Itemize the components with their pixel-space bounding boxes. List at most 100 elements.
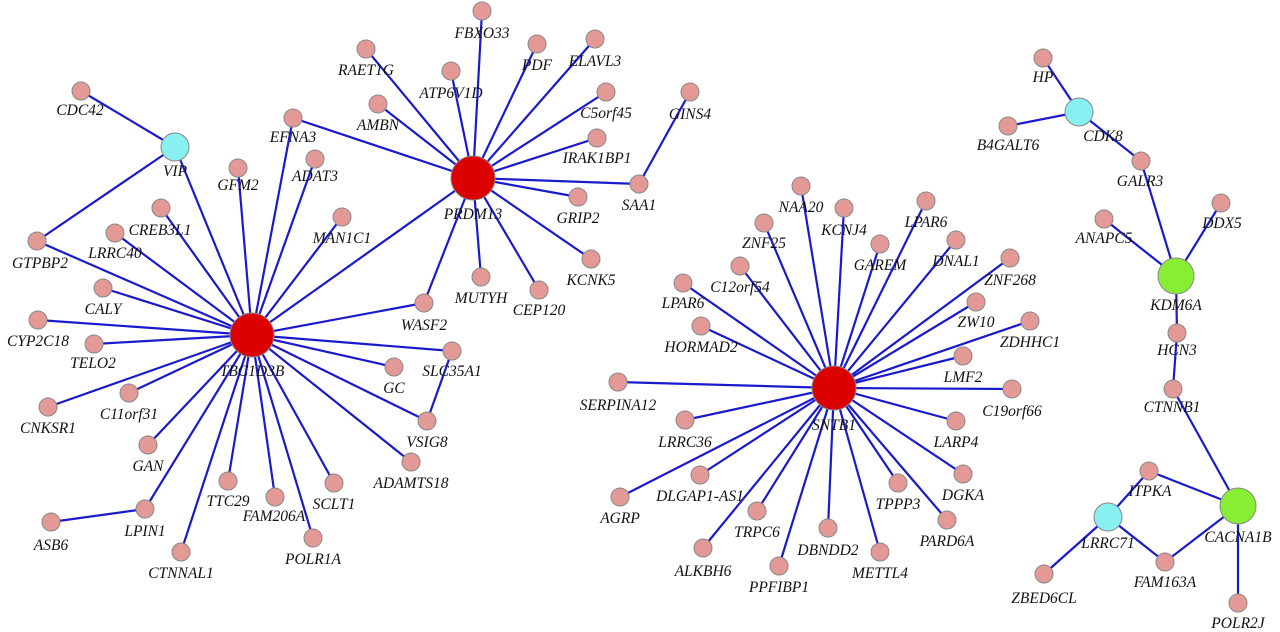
node-ADAMTS18[interactable] [401, 452, 421, 472]
node-CTNNB1[interactable] [1163, 379, 1183, 399]
node-ADAT3[interactable] [305, 149, 325, 169]
node-FAM163A[interactable] [1155, 552, 1175, 572]
node-LPAR6a[interactable] [673, 273, 693, 293]
node-GRIP2[interactable] [568, 187, 588, 207]
node-AMBN[interactable] [368, 94, 388, 114]
node-ASB6[interactable] [41, 512, 61, 532]
node-ZNF25[interactable] [754, 213, 774, 233]
node-DLGAP1-AS1[interactable] [690, 465, 710, 485]
node-GAREM[interactable] [870, 234, 890, 254]
node-WASF2[interactable] [414, 293, 434, 313]
node-TELO2[interactable] [84, 334, 104, 354]
node-MUTYH[interactable] [471, 267, 491, 287]
node-MAN1C1[interactable] [332, 207, 352, 227]
node-GTPBP2[interactable] [27, 231, 47, 251]
node-AGRP[interactable] [610, 487, 630, 507]
node-label-PRDM13: PRDM13 [443, 206, 503, 223]
node-VIP[interactable] [160, 132, 190, 162]
node-CREB3L1[interactable] [151, 198, 171, 218]
edge-TBC1D3B-CYP2C18 [37, 318, 253, 337]
node-POLR1A[interactable] [303, 528, 323, 548]
node-KDM6A[interactable] [1157, 257, 1195, 295]
node-LRRC71[interactable] [1093, 502, 1123, 532]
node-label-GRIP2: GRIP2 [556, 210, 599, 227]
node-METTL4[interactable] [870, 542, 890, 562]
edge-TBC1D3B-VSIG8 [251, 334, 428, 422]
node-label-DBNDD2: DBNDD2 [796, 542, 858, 559]
node-GAN[interactable] [138, 435, 158, 455]
node-LRRC40[interactable] [105, 223, 125, 243]
node-PPFIBP1[interactable] [769, 556, 789, 576]
node-GALR3[interactable] [1131, 151, 1151, 171]
node-C11orf31[interactable] [119, 383, 139, 403]
node-PARD6A[interactable] [937, 510, 957, 530]
node-GC[interactable] [384, 357, 404, 377]
node-CDK8[interactable] [1064, 97, 1094, 127]
node-CYP2C18[interactable] [28, 310, 48, 330]
node-label-METTL4: METTL4 [851, 565, 908, 582]
node-CEP120[interactable] [529, 280, 549, 300]
node-label-SNTB1: SNTB1 [812, 417, 856, 434]
node-SNTB1[interactable] [811, 365, 857, 411]
edge-SNTB1-DLGAP1-AS1 [699, 387, 835, 476]
node-ANAPC5[interactable] [1094, 209, 1114, 229]
node-SCLT1[interactable] [324, 473, 344, 493]
node-C12orf54[interactable] [730, 256, 750, 276]
node-DGKA[interactable] [953, 464, 973, 484]
node-B4GALT6[interactable] [998, 116, 1018, 136]
node-TTC29[interactable] [218, 471, 238, 491]
node-label-TTC29: TTC29 [206, 493, 249, 510]
node-CNKSR1[interactable] [38, 397, 58, 417]
node-ELAVL3[interactable] [585, 29, 605, 49]
node-ZW10[interactable] [966, 292, 986, 312]
node-TRPC6[interactable] [747, 501, 767, 521]
node-PDF[interactable] [527, 34, 547, 54]
node-label-GFM2: GFM2 [217, 177, 259, 194]
node-DDX5[interactable] [1211, 193, 1231, 213]
node-GFM2[interactable] [228, 158, 248, 178]
node-SLC35A1[interactable] [442, 341, 462, 361]
node-KCNK5[interactable] [581, 249, 601, 269]
node-CDC42[interactable] [71, 81, 91, 101]
node-GINS4[interactable] [680, 82, 700, 102]
node-TBC1D3B[interactable] [229, 312, 275, 358]
node-ALKBH6[interactable] [693, 538, 713, 558]
node-CACNA1B[interactable] [1219, 487, 1257, 525]
node-DNAL1[interactable] [946, 230, 966, 250]
node-IRAK1BP1[interactable] [587, 128, 607, 148]
node-TPPP3[interactable] [888, 473, 908, 493]
node-LPAR6b[interactable] [916, 191, 936, 211]
node-NAA20[interactable] [791, 176, 811, 196]
node-FAM206A[interactable] [265, 487, 285, 507]
node-HORMAD2[interactable] [691, 316, 711, 336]
node-HCN3[interactable] [1167, 323, 1187, 343]
node-KCNJ4[interactable] [834, 198, 854, 218]
node-VSIG8[interactable] [417, 411, 437, 431]
node-DBNDD2[interactable] [818, 518, 838, 538]
node-LRRC36[interactable] [675, 410, 695, 430]
node-ZDHHC1[interactable] [1020, 311, 1040, 331]
node-label-LPIN1: LPIN1 [123, 523, 165, 540]
edge-TBC1D3B-GFM2 [236, 167, 254, 336]
node-SERPINA12[interactable] [608, 372, 628, 392]
node-FBXO33[interactable] [472, 1, 492, 21]
node-LPIN1[interactable] [135, 499, 155, 519]
node-ZBED6CL[interactable] [1034, 564, 1054, 584]
node-C5orf45[interactable] [596, 82, 616, 102]
node-CTNNAL1[interactable] [171, 542, 191, 562]
node-SAA1[interactable] [629, 174, 649, 194]
node-C19orf66[interactable] [1002, 379, 1022, 399]
node-ZNF268[interactable] [1000, 248, 1020, 268]
node-label-SLC35A1: SLC35A1 [422, 363, 481, 380]
node-LARP4[interactable] [946, 411, 966, 431]
node-LMF2[interactable] [953, 346, 973, 366]
node-ATP6V1D[interactable] [441, 61, 461, 81]
node-HP[interactable] [1033, 48, 1053, 68]
node-RAET1G[interactable] [356, 39, 376, 59]
node-label-CDK8: CDK8 [1083, 128, 1123, 145]
node-EFNA3[interactable] [283, 108, 303, 128]
node-CALY[interactable] [93, 278, 113, 298]
node-POLR2J[interactable] [1228, 593, 1248, 613]
node-PRDM13[interactable] [450, 155, 496, 201]
node-ITPKA[interactable] [1139, 461, 1159, 481]
